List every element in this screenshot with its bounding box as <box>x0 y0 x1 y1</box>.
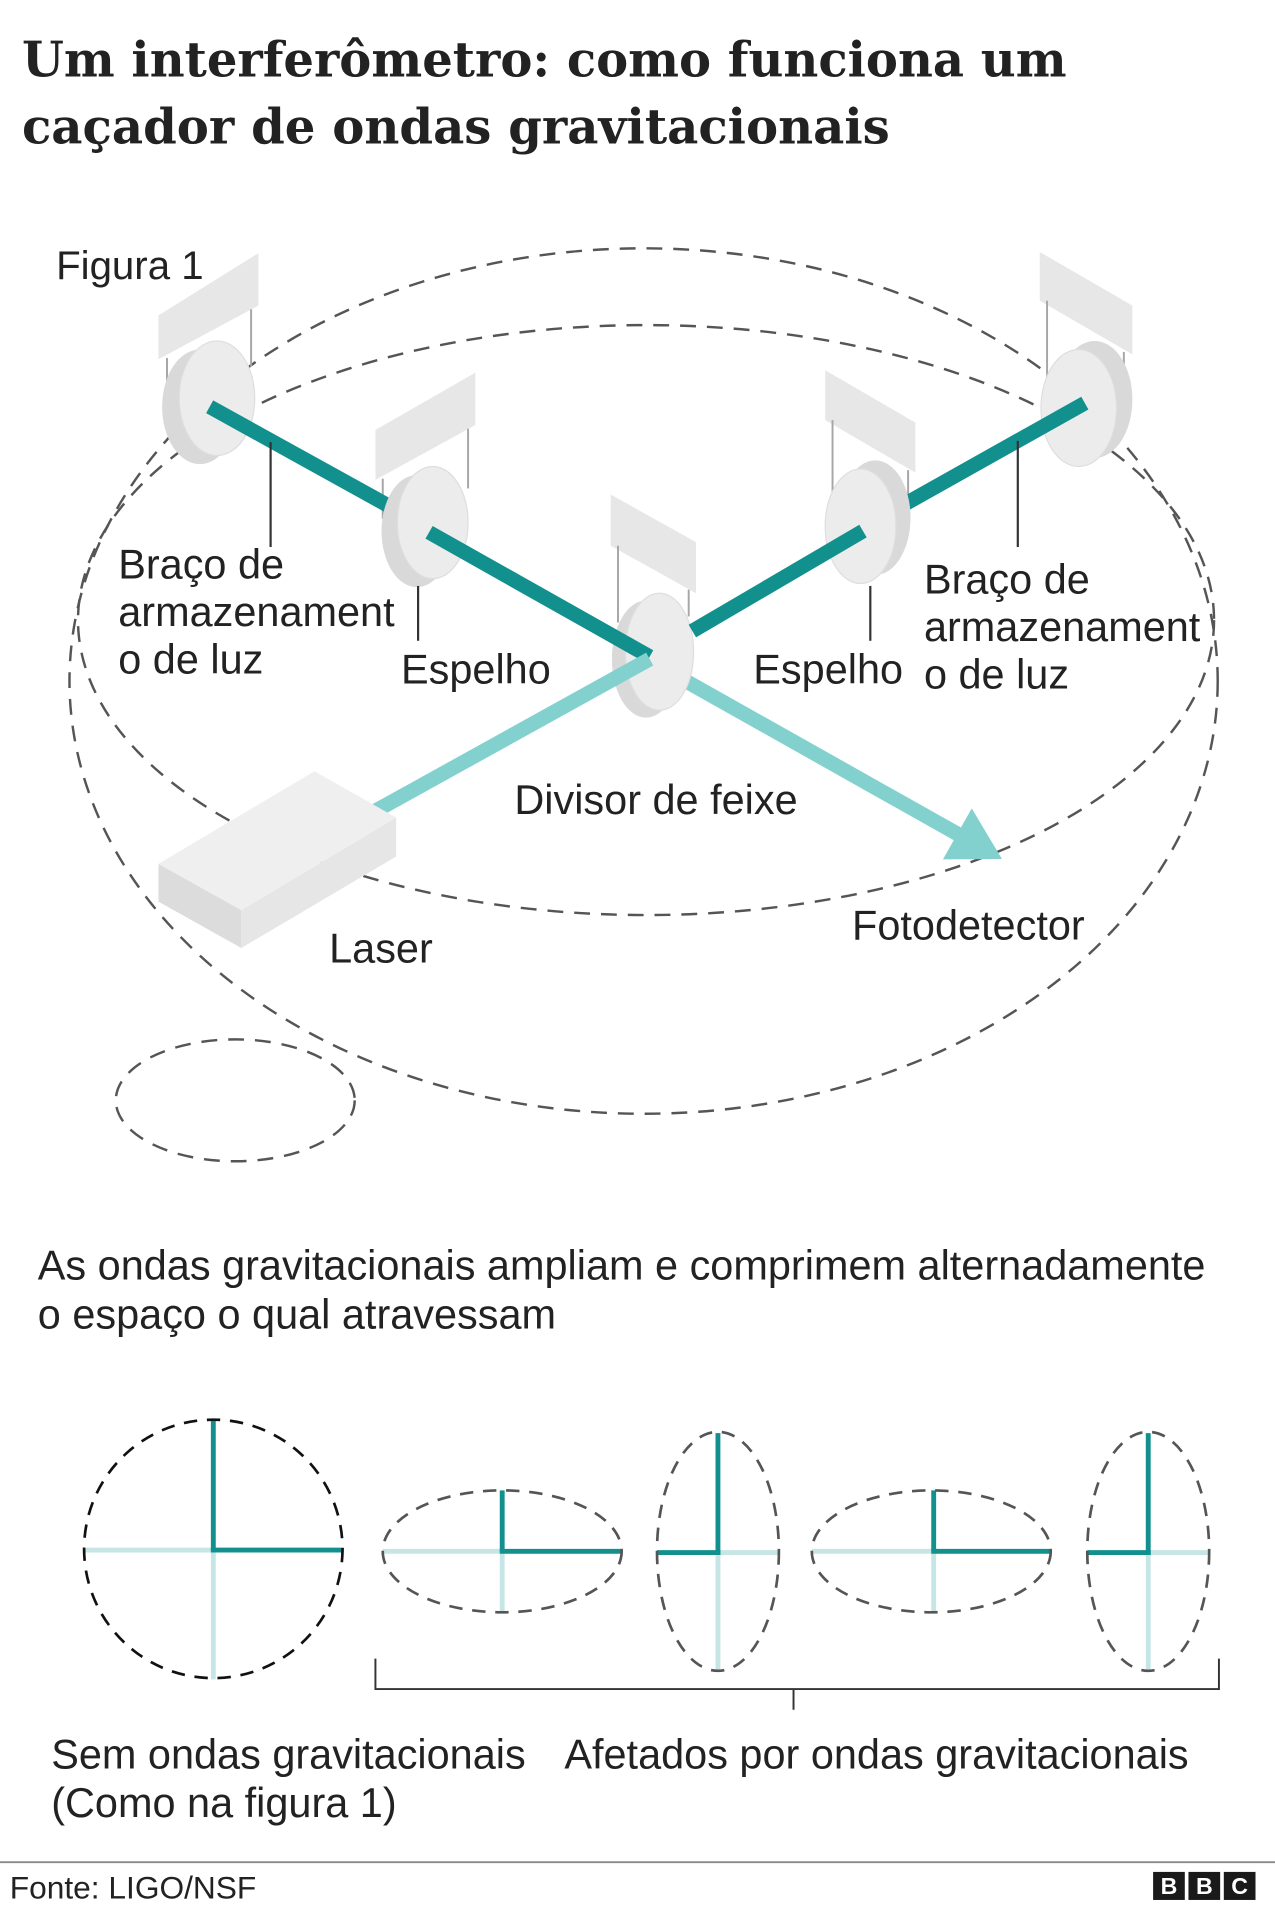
explanation-text: As ondas gravitacionais ampliam e compri… <box>38 1242 1206 1338</box>
laser-box-left-face <box>158 863 242 948</box>
right-mirror <box>824 460 911 585</box>
logo-letter: C <box>1231 1873 1248 1899</box>
label-right-mirror: Espelho <box>753 645 903 692</box>
shape-no-waves <box>82 1418 344 1680</box>
page-title: Um interferômetro: como funciona um caça… <box>22 31 1067 155</box>
figure-1: Figura 1 <box>56 243 1219 1163</box>
shape-tall-2 <box>1085 1430 1211 1673</box>
bbc-logo: B B C <box>1153 1871 1256 1900</box>
right-arm-outer-beam <box>881 396 1089 522</box>
logo-letter: B <box>1196 1873 1213 1899</box>
logo-block <box>1188 1871 1221 1900</box>
mirror-mounts <box>158 251 1133 623</box>
title-line-1: Um interferômetro: como funciona um <box>22 31 1067 88</box>
mount-plate-right-mirror <box>825 370 916 473</box>
shape-tall-1 <box>655 1430 781 1673</box>
mirror-disc-face <box>178 340 256 457</box>
logo-letter: B <box>1161 1873 1178 1899</box>
label-without-waves: Sem ondas gravitacionais (Como na figura… <box>51 1730 525 1826</box>
dashed-ellipse <box>1085 1430 1211 1673</box>
dashed-ellipse <box>655 1430 781 1673</box>
label-line: Braço de <box>924 555 1090 602</box>
laser-box-top-face <box>158 771 397 911</box>
laser-box-right-face <box>241 817 397 948</box>
mount-plate-left-mirror <box>375 372 476 480</box>
dashed-ellipse <box>810 1489 1053 1614</box>
left-arm-inner-beam <box>425 525 654 664</box>
mirror-disc-face <box>396 465 469 580</box>
label-right-arm: Braço de armazenament o de luz <box>924 555 1201 697</box>
label-beam-splitter: Divisor de feixe <box>514 776 797 823</box>
comparison-shapes <box>82 1418 1220 1710</box>
laser-box <box>158 771 397 948</box>
laser-beam <box>362 652 654 823</box>
shape-wide-1 <box>381 1489 623 1614</box>
label-laser: Laser <box>329 925 433 972</box>
source-credit: Fonte: LIGO/NSF <box>10 1870 257 1906</box>
title-line-2: caçador de ondas gravitacionais <box>22 98 890 155</box>
mount-plate-beam-splitter <box>610 494 697 594</box>
label-left-arm: Braço de armazenament o de luz <box>118 541 395 683</box>
mount-plate-left-end <box>158 253 259 360</box>
outer-dashed-ellipse <box>68 247 1219 1115</box>
mount-plate-right-end <box>1039 251 1133 355</box>
label-line: Sem ondas gravitacionais <box>51 1730 525 1777</box>
explanation-line-1: As ondas gravitacionais ampliam e compri… <box>38 1242 1206 1289</box>
arrowhead-icon <box>942 808 1002 860</box>
left-arm-outer-beam <box>206 400 418 527</box>
label-left-mirror: Espelho <box>401 645 551 692</box>
logo-block <box>1153 1871 1185 1900</box>
bracket <box>374 1658 1220 1710</box>
label-line: Braço de <box>118 541 284 588</box>
small-dashed-ellipse <box>114 1038 356 1163</box>
shape-wide-2 <box>810 1489 1053 1614</box>
label-line: o de luz <box>118 636 263 683</box>
right-arm-inner-beam <box>688 524 867 638</box>
dashed-circle <box>82 1418 344 1680</box>
label-line: armazenament <box>118 588 395 635</box>
splitter-disc-face <box>624 592 695 711</box>
output-beam <box>649 656 967 844</box>
label-line: armazenament <box>924 603 1201 650</box>
logo-block <box>1223 1871 1256 1900</box>
figure-label: Figura 1 <box>56 243 204 288</box>
dashed-ellipse <box>381 1489 623 1614</box>
label-with-waves: Afetados por ondas gravitacionais <box>564 1730 1188 1777</box>
label-line: o de luz <box>924 650 1069 697</box>
mirror-disc-face <box>824 468 897 585</box>
label-line: (Como na figura 1) <box>51 1779 396 1826</box>
label-photodetector: Fotodetector <box>852 901 1085 948</box>
explanation-line-2: o espaço o qual atravessam <box>38 1290 556 1337</box>
